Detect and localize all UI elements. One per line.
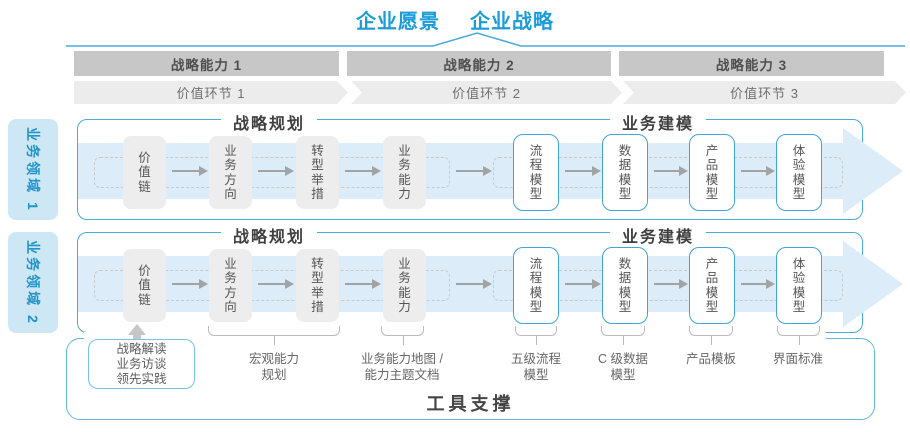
box-business-direction: 业务方向 bbox=[209, 249, 252, 322]
practice-box: 战略解读 业务访谈 领先实践 bbox=[88, 339, 195, 389]
value-link-band-1: 价值环节 1 bbox=[74, 81, 348, 104]
box-experience-model: 体验模型 bbox=[776, 247, 822, 324]
planning-header: 战略规划 bbox=[220, 110, 318, 134]
value-link-band-3: 价值环节 3 bbox=[623, 81, 906, 104]
arrow-icon bbox=[654, 279, 688, 289]
flow-arrow-head bbox=[843, 128, 903, 214]
annotation-ui-standard: 界面标准 bbox=[772, 352, 824, 366]
arrow-icon bbox=[565, 279, 601, 289]
box-process-model: 流程模型 bbox=[513, 134, 559, 211]
bracket-icon bbox=[601, 326, 645, 345]
dashed-group-planning bbox=[94, 270, 450, 301]
arrow-icon bbox=[565, 166, 601, 176]
box-business-capability: 业务能力 bbox=[383, 249, 426, 322]
arrow-icon bbox=[258, 279, 294, 289]
box-value-chain: 价值链 bbox=[123, 249, 166, 322]
box-experience-model: 体验模型 bbox=[776, 134, 822, 211]
arrow-icon bbox=[654, 166, 688, 176]
capability-band-1: 战略能力 1 bbox=[74, 51, 339, 76]
vision-title: 企业愿景 bbox=[356, 11, 440, 33]
tool-support-label: 工具支撑 bbox=[426, 394, 515, 414]
arrow-icon bbox=[741, 279, 775, 289]
dashed-group-modeling bbox=[493, 157, 843, 188]
bracket-icon bbox=[689, 326, 733, 345]
dashed-group-modeling bbox=[493, 270, 843, 301]
box-transformation-initiative: 转型举措 bbox=[296, 136, 339, 209]
box-product-model: 产品模型 bbox=[689, 247, 735, 324]
annotation-macro-capability: 宏观能力 规划 bbox=[248, 352, 300, 382]
modeling-header: 业务建模 bbox=[609, 110, 707, 134]
up-arrow-icon bbox=[128, 324, 146, 335]
annotation-capability-map: 业务能力地图 / 能力主题文档 bbox=[361, 352, 443, 382]
box-business-direction: 业务方向 bbox=[209, 136, 252, 209]
capability-band-3: 战略能力 3 bbox=[619, 51, 884, 76]
arrow-icon bbox=[345, 166, 381, 176]
planning-header: 战略规划 bbox=[220, 223, 318, 247]
annotation-product-template: 产品模板 bbox=[685, 352, 737, 366]
arrow-icon bbox=[172, 166, 208, 176]
diagram-title: 企业愿景 企业战略 bbox=[0, 5, 910, 34]
arrow-icon bbox=[172, 279, 208, 289]
arrow-icon bbox=[456, 166, 492, 176]
bracket-icon bbox=[208, 326, 340, 345]
value-link-band-2: 价值环节 2 bbox=[351, 81, 622, 104]
bracket-icon bbox=[777, 326, 820, 345]
domain-label-1: 业务领域 1 bbox=[8, 119, 58, 220]
arrow-icon bbox=[741, 166, 775, 176]
peak-line bbox=[66, 32, 905, 47]
box-data-model: 数据模型 bbox=[602, 134, 648, 211]
box-product-model: 产品模型 bbox=[689, 134, 735, 211]
modeling-header: 业务建模 bbox=[609, 223, 707, 247]
box-transformation-initiative: 转型举措 bbox=[296, 249, 339, 322]
bracket-icon bbox=[515, 326, 557, 345]
arrow-icon bbox=[258, 166, 294, 176]
box-process-model: 流程模型 bbox=[513, 247, 559, 324]
arrow-icon bbox=[345, 279, 381, 289]
dashed-group-planning bbox=[94, 157, 450, 188]
flow-arrow-head bbox=[843, 241, 903, 327]
box-value-chain: 价值链 bbox=[123, 136, 166, 209]
domain-label-2: 业务领域 2 bbox=[8, 232, 58, 333]
arrow-icon bbox=[456, 279, 492, 289]
capability-band-2: 战略能力 2 bbox=[347, 51, 611, 76]
strategy-title: 企业战略 bbox=[470, 11, 554, 33]
box-data-model: 数据模型 bbox=[602, 247, 648, 324]
bracket-icon bbox=[381, 326, 424, 345]
annotation-process-model: 五级流程 模型 bbox=[510, 352, 562, 382]
domain-row-1: 战略规划 业务建模 价值链 业务方向 转型举措 业务能力 流程模型 数据模型 产… bbox=[77, 110, 903, 220]
domain-row-2: 战略规划 业务建模 价值链 业务方向 转型举措 业务能力 流程模型 数据模型 产… bbox=[77, 223, 903, 333]
box-business-capability: 业务能力 bbox=[383, 136, 426, 209]
annotation-data-model: C 级数据 模型 bbox=[597, 352, 649, 382]
